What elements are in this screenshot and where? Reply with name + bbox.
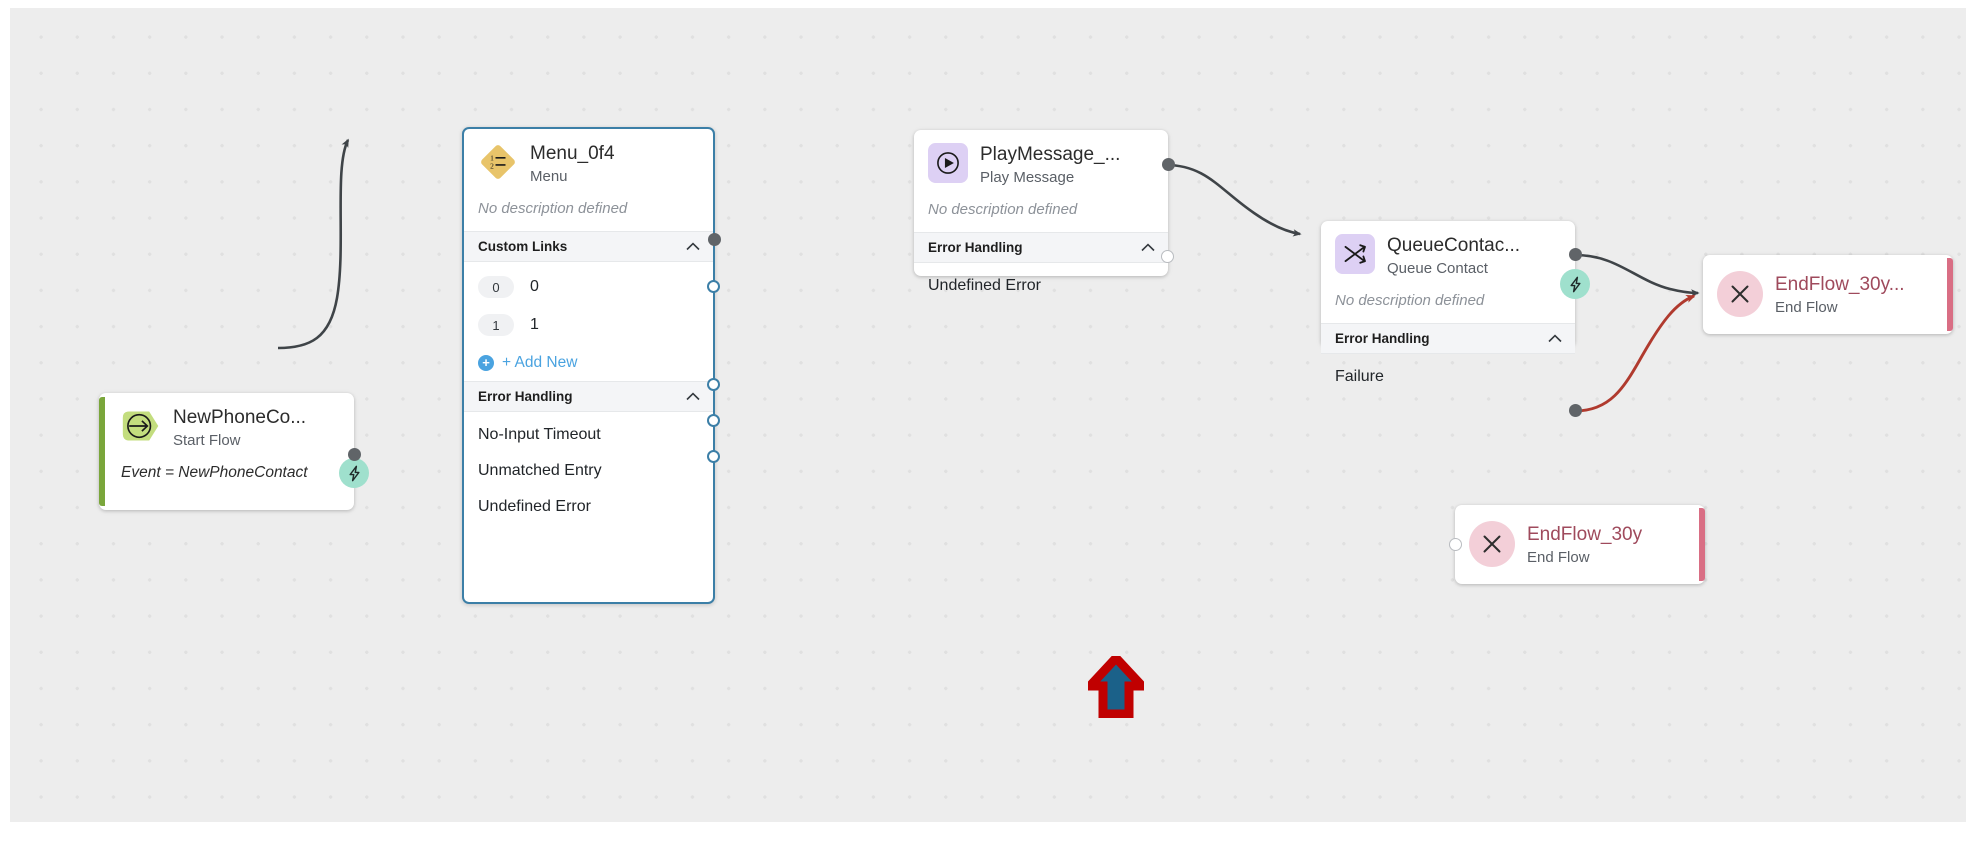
start-flow-title: NewPhoneCo... [173,407,307,428]
menu-output-port-links[interactable] [708,233,721,246]
menu-description: No description defined [478,200,628,217]
menu-error-handling-label: Error Handling [478,389,573,404]
start-flow-output-port[interactable] [348,448,361,461]
end-flow-bottom-subtitle: End Flow [1527,549,1590,566]
end-flow-top-titles: EndFlow_30y... End Flow [1775,271,1905,318]
start-flow-titles: NewPhoneCo... Start Flow [173,406,306,451]
start-flow-lightning-badge[interactable] [339,458,369,488]
queue-contact-error-handling-header[interactable]: Error Handling [1321,323,1575,354]
end-flow-top-subtitle: End Flow [1775,299,1838,316]
end-flow-top-accent-bar [1947,258,1953,331]
play-message-description: No description defined [928,201,1078,218]
menu-port-undefined-error[interactable] [707,450,720,463]
end-flow-top-header: EndFlow_30y... End Flow [1703,255,1953,318]
menu-error-row-2[interactable]: Undefined Error [478,498,591,515]
x-circle-icon [1717,271,1763,317]
start-flow-description: Event = NewPhoneContact [121,464,308,481]
flow-canvas[interactable]: NewPhoneCo... Start Flow Event = NewPhon… [10,8,1966,822]
play-message-title: PlayMessage_... [980,144,1121,165]
node-start-flow[interactable]: NewPhoneCo... Start Flow Event = NewPhon… [99,393,369,510]
plus-circle-icon: + [478,354,494,371]
menu-port-unmatched-entry[interactable] [707,414,720,427]
queue-contact-description: No description defined [1335,292,1485,309]
edge-queuecontact-to-endflow [1574,253,1700,297]
menu-custom-link-row-1[interactable]: 1 1 [464,306,713,344]
menu-error-row-0[interactable]: No-Input Timeout [478,426,601,443]
menu-custom-link-row-0[interactable]: 0 0 [464,268,713,306]
queue-contact-subtitle: Queue Contact [1387,260,1488,277]
queue-contact-error-row-0[interactable]: Failure [1335,368,1384,385]
menu-error-handling-header[interactable]: Error Handling [464,381,713,412]
play-message-subtitle: Play Message [980,169,1075,186]
queue-contact-title: QueueContac... [1387,235,1521,256]
queue-contact-error-handling-label: Error Handling [1335,331,1430,346]
end-flow-top-title: EndFlow_30y... [1775,274,1905,295]
play-message-header: PlayMessage_... Play Message [914,130,1168,188]
menu-custom-link-chip-1: 1 [478,314,514,336]
end-flow-bottom-titles: EndFlow_30y End Flow [1527,521,1642,568]
play-message-error-row-0[interactable]: Undefined Error [928,277,1041,294]
edge-start-to-menu [277,138,350,350]
menu-add-new-button[interactable]: + + Add New [464,344,713,381]
chevron-up-icon[interactable] [1548,332,1562,345]
menu-custom-link-label-0: 0 [530,278,539,295]
chevron-up-icon[interactable] [686,240,700,253]
menu-custom-links-label: Custom Links [478,239,568,254]
shuffle-arrows-icon [1335,234,1375,274]
play-circle-icon [928,143,968,183]
node-queue-contact[interactable]: QueueContac... Queue Contact No descript… [1321,221,1590,417]
queue-contact-port-failure[interactable] [1569,404,1582,417]
arrow-into-circle-icon [121,406,161,446]
menu-header: 1 2 Menu_0f4 Menu [464,129,713,187]
menu-custom-link-label-1: 1 [530,316,539,333]
svg-text:2: 2 [490,161,494,170]
start-flow-header: NewPhoneCo... Start Flow [99,393,354,451]
play-message-titles: PlayMessage_... Play Message [980,143,1120,188]
end-flow-bottom-input-port[interactable] [1449,538,1462,551]
play-message-port-undefined-error[interactable] [1161,250,1174,263]
play-message-error-handling-label: Error Handling [928,240,1023,255]
pointer-arrow-annotation [1079,651,1153,719]
x-circle-icon [1469,521,1515,567]
menu-port-custom-link-1[interactable] [707,280,720,293]
chevron-up-icon[interactable] [686,390,700,403]
queue-contact-lightning-badge[interactable] [1560,269,1590,299]
start-flow-subtitle: Start Flow [173,432,241,449]
menu-port-no-input-timeout[interactable] [707,378,720,391]
end-flow-bottom-title: EndFlow_30y [1527,524,1643,545]
queue-contact-titles: QueueContac... Queue Contact [1387,234,1520,279]
start-flow-accent-bar [99,397,105,506]
menu-custom-links-header[interactable]: Custom Links [464,231,713,262]
svg-text:1: 1 [490,153,494,162]
edge-playmessage-to-queuecontact [1165,163,1302,237]
node-menu[interactable]: 1 2 Menu_0f4 Menu No description defined… [462,127,721,604]
menu-custom-link-chip-0: 0 [478,276,514,298]
node-end-flow-top[interactable]: EndFlow_30y... End Flow [1703,255,1953,334]
end-flow-bottom-header: EndFlow_30y End Flow [1455,505,1705,568]
play-message-output-port[interactable] [1162,158,1175,171]
queue-contact-output-port[interactable] [1569,248,1582,261]
edge-queuecontact-failure-to-endflow [1574,294,1696,413]
menu-titles: Menu_0f4 Menu [530,142,615,187]
node-end-flow-bottom[interactable]: EndFlow_30y End Flow [1449,505,1705,584]
menu-error-row-1[interactable]: Unmatched Entry [478,462,602,479]
end-flow-bottom-accent-bar [1699,508,1705,581]
menu-title: Menu_0f4 [530,143,615,164]
numbered-list-icon: 1 2 [478,142,518,182]
menu-add-new-label: + Add New [502,353,578,371]
menu-subtitle: Menu [530,168,568,185]
chevron-up-icon[interactable] [1141,241,1155,254]
play-message-error-handling-header[interactable]: Error Handling [914,232,1168,263]
node-play-message[interactable]: PlayMessage_... Play Message No descript… [914,130,1175,294]
queue-contact-header: QueueContac... Queue Contact [1321,221,1575,279]
